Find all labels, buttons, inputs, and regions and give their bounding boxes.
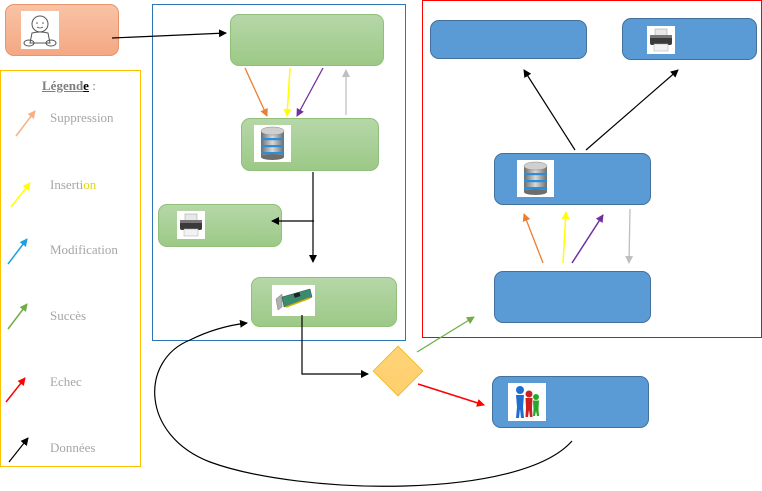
network-card-icon [272,285,315,316]
baby-icon [21,11,59,49]
legend-label-success: Succès [50,308,87,323]
arrow-client-insertion [283,67,292,117]
arrow-network-card-to-decision [301,315,369,378]
printer-icon [647,26,675,54]
arrow-decision-failure [417,383,485,407]
arrow-client-modification [296,67,324,117]
legend-arrow-suppression [15,110,36,137]
legend-box [0,70,141,467]
legend-arrow-data [8,437,29,463]
legend-arrow-insertion [10,182,31,208]
legend-arrow-success [7,303,28,330]
legend-label-suppression: Suppression [50,110,114,125]
legend-label-modification: Modification [50,242,118,257]
database-icon [254,125,291,162]
legend-title-text: Légend [42,78,84,93]
legend-label-failure: Echec [50,374,82,389]
legend-arrow-failure [5,377,26,403]
legend-title: Légende : [42,78,96,94]
database-icon [517,160,554,197]
legend-title-e: e [83,78,89,93]
user-node[interactable] [5,4,119,56]
legend-arrow-modification [7,238,28,265]
arrow-user-to-client-app [111,29,227,39]
client-app-node[interactable] [230,14,384,66]
support-team-node[interactable] [492,376,649,428]
client-group [152,4,406,341]
arrow-server-db-to-printer [585,69,679,151]
arrow-support-loop-to-network-card [154,319,573,487]
arrow-server-insertion [561,211,570,264]
legend-label-insertion-main: Inserti [50,177,84,192]
server-database-node[interactable] [494,153,651,205]
printer-icon [177,211,205,239]
legend-label-insertion: Insertion [50,177,96,193]
arrow-server-db-to-top-left [523,69,576,151]
network-card-node[interactable] [251,277,397,327]
legend-label-data: Données [50,440,96,455]
arrow-server-read [625,208,634,264]
legend-label-insertion-highlight: on [83,177,97,192]
local-database-node[interactable] [241,118,379,171]
server-printer-node[interactable] [622,18,757,60]
server-app-node[interactable] [494,271,651,323]
arrow-server-suppression [522,213,544,264]
people-icon [508,383,546,421]
arrow-client-suppression [244,67,268,117]
arrow-server-modification [571,214,604,264]
arrow-decision-success [416,316,475,353]
legend-title-colon: : [88,78,96,93]
server-top-left-node[interactable] [430,20,587,59]
local-printer-node[interactable] [158,204,282,247]
